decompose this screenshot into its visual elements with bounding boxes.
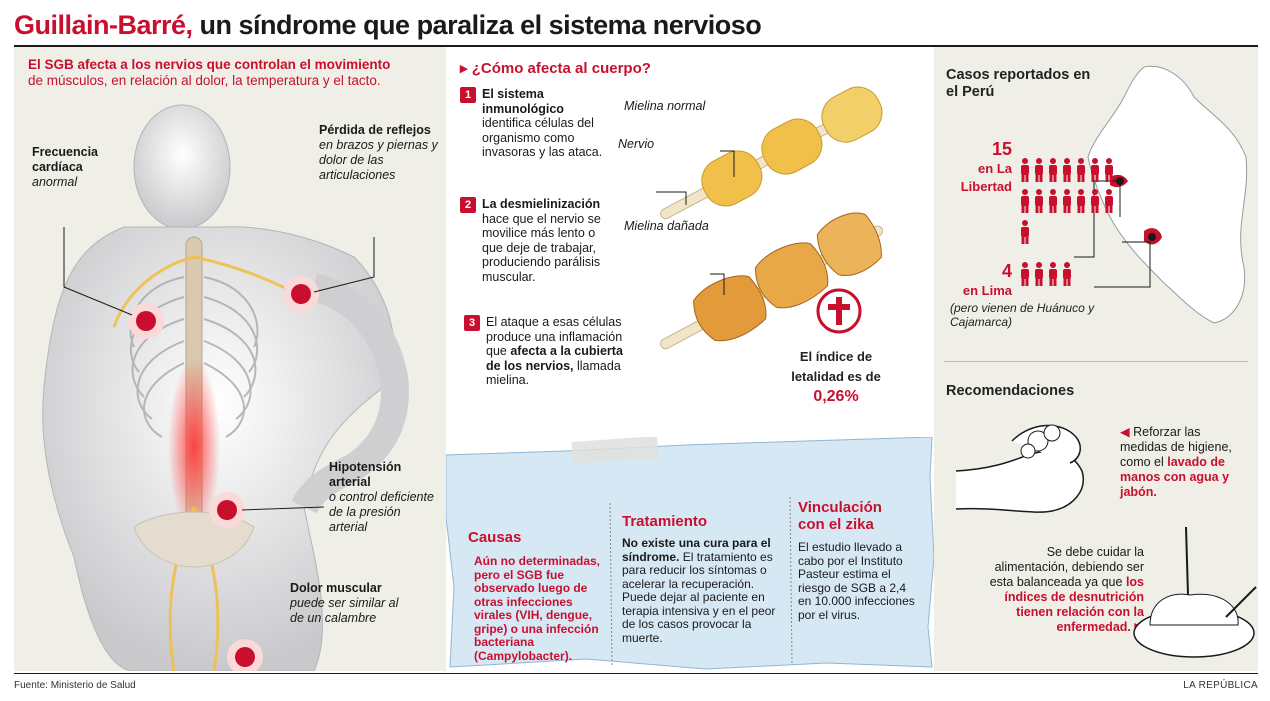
person-icon: [1049, 262, 1057, 286]
body-panel: El SGB afecta a los nervios que controla…: [14, 47, 446, 671]
person-icon: [1063, 262, 1071, 286]
person-icon: [1035, 189, 1043, 213]
zika-text: El estudio llevado a cabo por el Institu…: [798, 540, 915, 622]
nerve-illustration: [656, 86, 884, 350]
person-icon: [1021, 220, 1029, 244]
zika-title: Vinculación con el zika: [798, 499, 882, 533]
lethality-cross-icon: [816, 288, 862, 334]
person-icon: [1091, 189, 1099, 213]
person-icon: [1077, 189, 1085, 213]
info-paper: Causas Aún no determinadas, pero el SGB …: [446, 437, 934, 671]
lima-note: (pero vienen de Huánuco y Cajamarca): [950, 301, 1095, 329]
person-icon: [1105, 189, 1113, 213]
rec-food: Se debe cuidar la alimentación, debiendo…: [989, 545, 1144, 634]
person-icon: [1021, 158, 1029, 182]
how-title: ▸ ¿Cómo afecta al cuerpo?: [460, 60, 651, 77]
hand-washing-icon: [955, 424, 1085, 513]
brand-logo: LA REPÚBLICA: [1183, 680, 1258, 691]
label-nerve: Nervio: [618, 137, 655, 151]
source-note: Fuente: Ministerio de Salud: [14, 680, 136, 691]
person-icon: [1035, 262, 1043, 286]
divider: [944, 361, 1248, 362]
person-icon: [1021, 262, 1029, 286]
footer-rule: [14, 673, 1258, 674]
human-back-illustration: [42, 104, 409, 671]
page-title: Guillain-Barré, un síndrome que paraliza…: [14, 10, 762, 40]
food-plate-icon: [1133, 526, 1257, 658]
person-icon: [1063, 189, 1071, 213]
intro-text: El SGB afecta a los nervios que controla…: [28, 57, 391, 88]
person-icon: [1049, 158, 1057, 182]
causes-text: Aún no determinadas, pero el SGB fue obs…: [474, 554, 601, 663]
pain-markers: [128, 276, 319, 671]
person-icon: [1063, 158, 1071, 182]
person-icon: [1091, 158, 1099, 182]
treatment-title: Tratamiento: [622, 513, 708, 530]
people-icons-lima: [1018, 261, 1118, 292]
label-damaged-myelin: Mielina dañada: [624, 219, 709, 233]
person-icon: [1105, 158, 1113, 182]
person-icon: [1035, 158, 1043, 182]
cases-title: Casos reportados en el Perú: [946, 67, 1091, 100]
peru-map: [1087, 65, 1248, 324]
person-icon: [1049, 189, 1057, 213]
torn-paper-background: [446, 437, 934, 670]
label-normal-myelin: Mielina normal: [624, 99, 706, 113]
lethality-index: El índice de letalidad es de 0,26%: [791, 349, 881, 405]
people-icons-la-libertad: [1018, 157, 1118, 250]
person-icon: [1077, 158, 1085, 182]
causes-title: Causas: [468, 529, 522, 546]
treatment-text: No existe una cura para el síndrome. El …: [622, 536, 776, 645]
title-rule: [14, 45, 1258, 47]
rec-hygiene: ◀ Reforzar las medidas de higiene, como …: [1120, 425, 1232, 499]
person-icon: [1021, 189, 1029, 213]
recommendations-title: Recomendaciones: [946, 383, 1075, 399]
